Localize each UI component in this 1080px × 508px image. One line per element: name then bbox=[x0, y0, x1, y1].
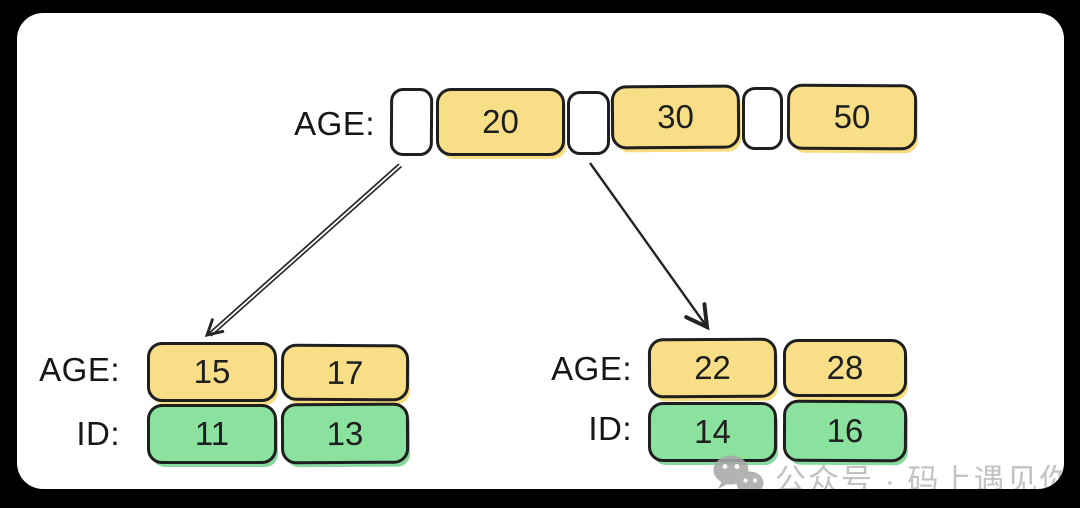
root-to-left-leaf-arrow bbox=[204, 163, 403, 337]
right-leaf-id-box-1: 14 bbox=[648, 402, 777, 462]
root-pointer-slot-3 bbox=[742, 87, 783, 150]
right-leaf-age-box-1: 22 bbox=[647, 337, 778, 399]
left-leaf-age-box-2: 17 bbox=[280, 343, 410, 402]
left-leaf-age-label: AGE: bbox=[39, 351, 120, 388]
right-leaf-age-label: AGE: bbox=[551, 350, 632, 387]
root-key-box-3: 50 bbox=[786, 83, 918, 151]
root-key-box-1: 20 bbox=[436, 88, 565, 156]
left-leaf-age-box-1: 15 bbox=[147, 342, 277, 402]
right-leaf-id-label: ID: bbox=[588, 410, 632, 447]
left-leaf-id-label: ID: bbox=[76, 415, 120, 452]
watermark-text: 公众号 · 码上遇见你 bbox=[775, 462, 1064, 490]
watermark: 公众号 · 码上遇见你 bbox=[711, 453, 1064, 489]
right-leaf-age-box-2: 28 bbox=[783, 339, 907, 397]
left-leaf-id-box-2: 13 bbox=[280, 402, 410, 465]
root-pointer-slot-1 bbox=[389, 87, 434, 157]
root-to-right-leaf-arrow bbox=[589, 162, 710, 331]
root-key-box-2: 30 bbox=[610, 84, 741, 150]
whiteboard-canvas: AGE: 20 30 50 AGE: 15 17 ID: 11 13 AGE: … bbox=[17, 13, 1064, 489]
root-age-label: AGE: bbox=[294, 105, 375, 142]
wechat-icon bbox=[713, 455, 764, 489]
left-leaf-id-box-1: 11 bbox=[147, 404, 277, 464]
root-pointer-slot-2 bbox=[567, 91, 610, 155]
